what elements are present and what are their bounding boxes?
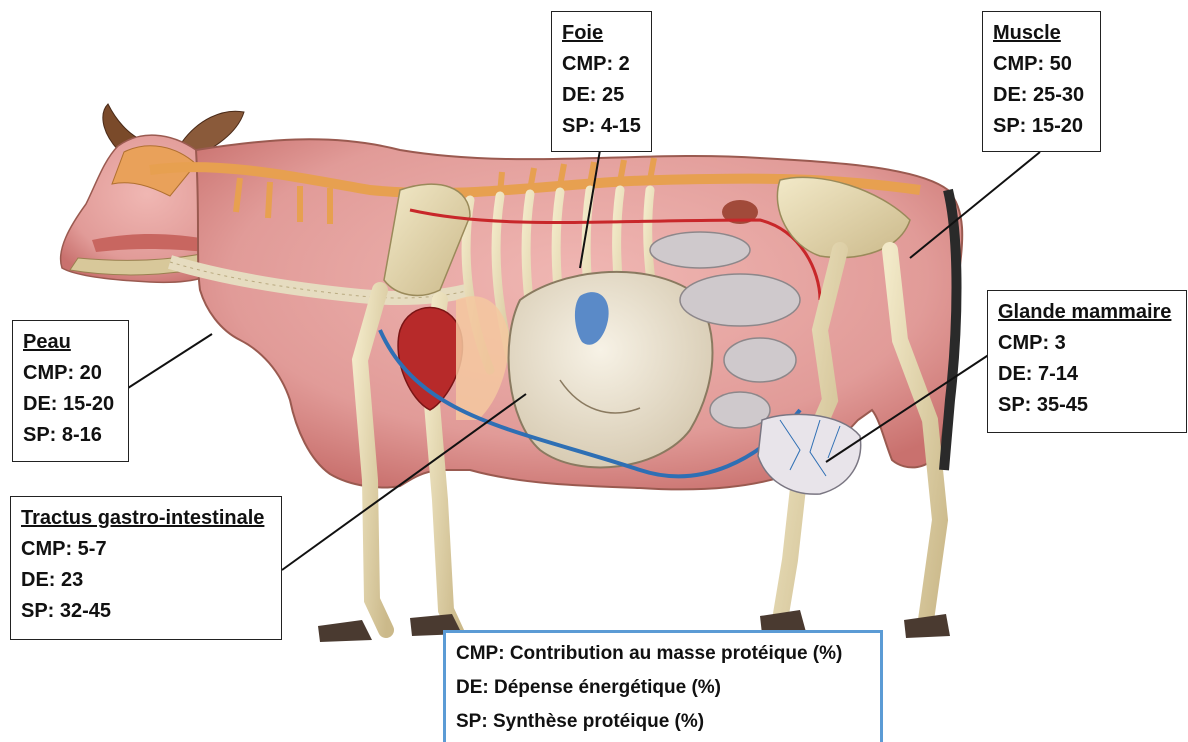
peau-de: DE: 15-20 [23, 389, 118, 420]
legend: CMP: Contribution au masse protéique (%)… [443, 630, 883, 742]
legend-sp: SP: Synthèse protéique (%) [456, 705, 870, 739]
peau-title: Peau [23, 327, 118, 358]
foie-de: DE: 25 [562, 80, 641, 111]
tractus-label: Tractus gastro-intestinale CMP: 5-7 DE: … [10, 496, 282, 640]
foie-title: Foie [562, 18, 641, 49]
tractus-sp: SP: 32-45 [21, 596, 271, 627]
muscle-label: Muscle CMP: 50 DE: 25-30 SP: 15-20 [982, 11, 1101, 152]
udder [758, 414, 861, 494]
peau-sp: SP: 8-16 [23, 420, 118, 451]
peau-cmp: CMP: 20 [23, 358, 118, 389]
muscle-cmp: CMP: 50 [993, 49, 1090, 80]
foie-cmp: CMP: 2 [562, 49, 641, 80]
foie-sp: SP: 4-15 [562, 111, 641, 142]
tractus-cmp: CMP: 5-7 [21, 534, 271, 565]
legend-de: DE: Dépense énergétique (%) [456, 671, 870, 705]
tractus-de: DE: 23 [21, 565, 271, 596]
hind-hoof-2 [904, 614, 950, 638]
peau-label: Peau CMP: 20 DE: 15-20 SP: 8-16 [12, 320, 129, 462]
glande-mammaire-cmp: CMP: 3 [998, 328, 1176, 359]
glande-mammaire-sp: SP: 35-45 [998, 390, 1176, 421]
legend-cmp: CMP: Contribution au masse protéique (%) [456, 637, 870, 671]
glande-mammaire-label: Glande mammaire CMP: 3 DE: 7-14 SP: 35-4… [987, 290, 1187, 433]
muscle-title: Muscle [993, 18, 1090, 49]
muscle-de: DE: 25-30 [993, 80, 1090, 111]
glande-mammaire-de: DE: 7-14 [998, 359, 1176, 390]
glande-mammaire-title: Glande mammaire [998, 297, 1176, 328]
front-hoof [318, 620, 372, 642]
foie-label: Foie CMP: 2 DE: 25 SP: 4-15 [551, 11, 652, 152]
muscle-sp: SP: 15-20 [993, 111, 1090, 142]
tractus-title: Tractus gastro-intestinale [21, 503, 271, 534]
